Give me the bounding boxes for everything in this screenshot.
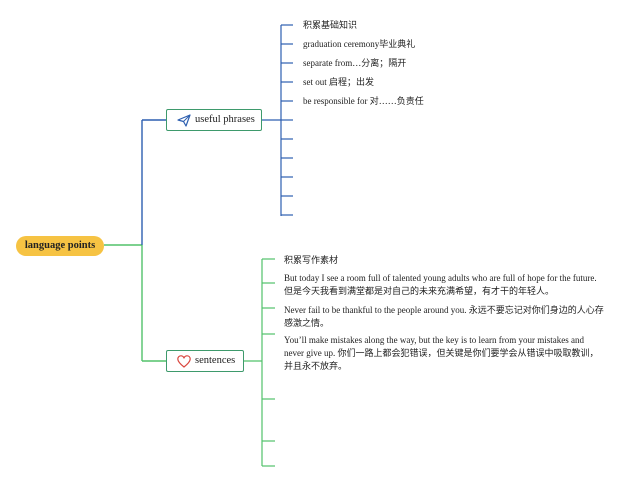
heart-icon	[177, 355, 191, 368]
branch-node-useful-phrases[interactable]: useful phrases	[166, 109, 262, 131]
branch-2-bracket	[244, 258, 275, 467]
branch-node-sentences[interactable]: sentences	[166, 350, 244, 372]
branch-label: sentences	[195, 355, 236, 366]
branch-1-bracket	[262, 24, 293, 216]
leaf-phrase: separate from…分离；隔开	[303, 58, 407, 68]
leaf-phrase: graduation ceremony毕业典礼	[303, 39, 416, 49]
leaf-phrase: be responsible for 对……负责任	[303, 96, 424, 106]
leaf-heading: 积累基础知识	[303, 20, 358, 30]
leaf-phrase: set out 启程；出发	[303, 77, 374, 87]
paper-plane-icon	[177, 114, 191, 127]
root-node[interactable]: language points	[16, 236, 104, 256]
leaf-sentence: You’ll make mistakes along the way, but …	[284, 335, 599, 371]
leaf-heading: 积累写作素材	[284, 255, 339, 265]
leaf-sentence: But today I see a room full of talented …	[284, 273, 597, 296]
leaf-sentence: Never fail to be thankful to the people …	[284, 305, 604, 328]
branch-label: useful phrases	[195, 114, 255, 125]
